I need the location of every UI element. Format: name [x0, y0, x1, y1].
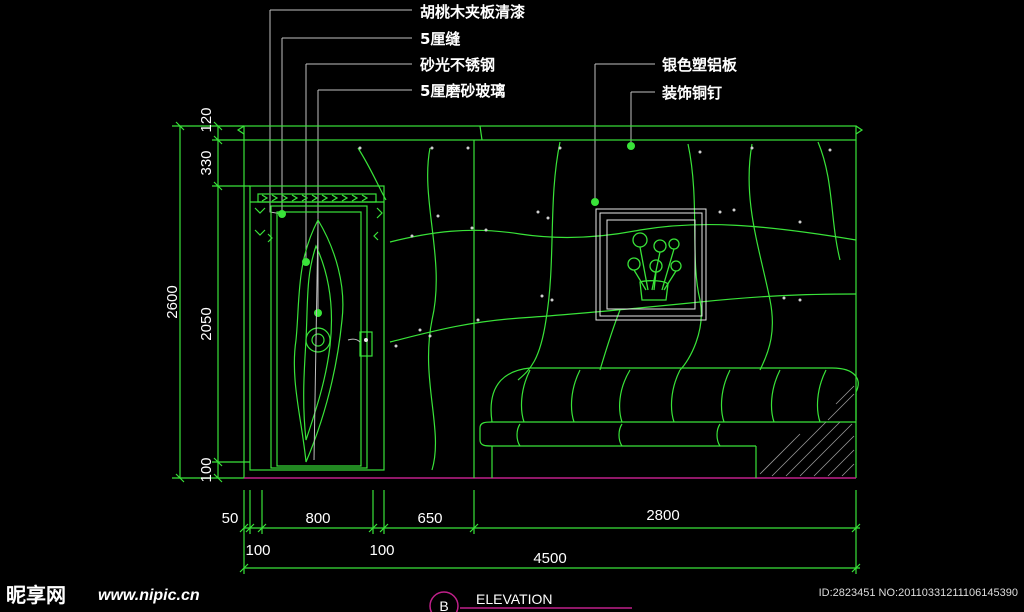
dim-h-100-right: 100	[369, 542, 394, 559]
title-symbol: B	[439, 598, 448, 612]
dim-h-650: 650	[417, 510, 442, 527]
dim-v-top: 120	[198, 107, 215, 132]
dim-h-100-left: 100	[245, 542, 270, 559]
horizontal-dimension-lines	[239, 490, 861, 574]
nail-grid	[358, 146, 832, 348]
wall-outline	[236, 125, 864, 479]
wall-wave-lines	[357, 141, 857, 471]
label-satin-stainless: 砂光不锈钢	[420, 56, 495, 74]
door	[249, 185, 385, 471]
title-block	[429, 591, 632, 612]
label-frosted-glass: 5厘磨砂玻璃	[420, 82, 505, 100]
label-gap: 5厘缝	[420, 30, 460, 48]
label-aluminum-panel: 银色塑铝板	[662, 56, 738, 74]
label-walnut-veneer: 胡桃木夹板清漆	[420, 3, 525, 21]
framed-painting	[595, 208, 707, 321]
dim-v-upper: 330	[198, 150, 215, 175]
watermark-url: www.nipic.cn	[98, 587, 200, 604]
sofa	[479, 367, 859, 478]
annotation-leaders	[269, 9, 655, 314]
dim-v-total: 2600	[164, 285, 181, 318]
dim-v-bottom: 100	[198, 457, 215, 482]
annotation-dots	[278, 142, 635, 317]
watermark-id: ID:2823451 NO:20110331211106145390	[819, 587, 1018, 599]
dim-h-total: 4500	[533, 550, 566, 567]
vertical-dimension-lines	[172, 121, 250, 483]
title-text: ELEVATION	[476, 591, 553, 607]
label-copper-nail: 装饰铜钉	[661, 84, 722, 102]
dim-h-50: 50	[222, 510, 239, 527]
dim-h-800: 800	[305, 510, 330, 527]
watermark-logo: 昵享网	[6, 583, 66, 607]
dim-h-2800: 2800	[646, 507, 679, 524]
dim-v-door: 2050	[198, 307, 215, 340]
